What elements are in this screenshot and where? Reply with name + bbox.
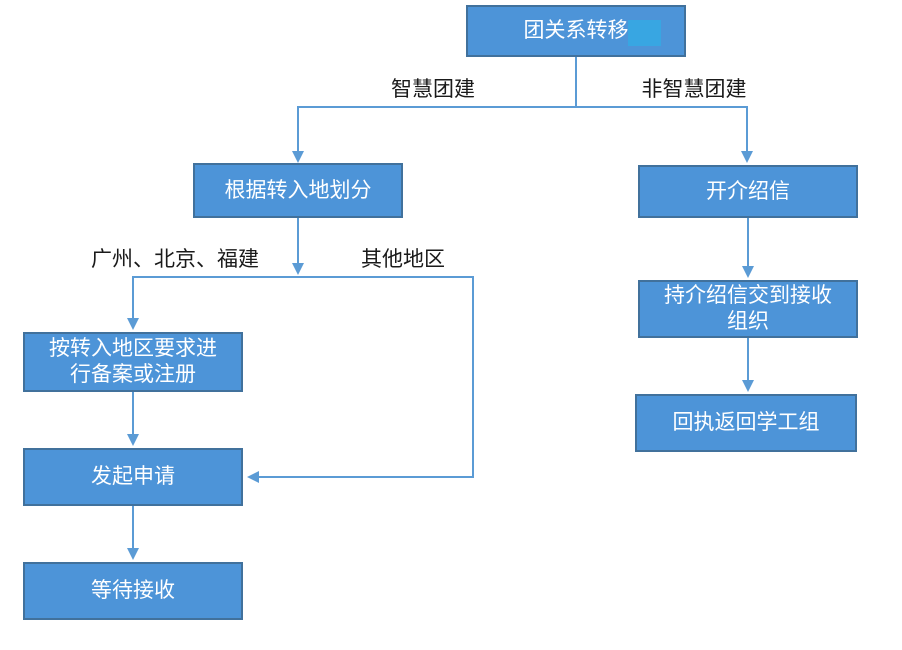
node-issue-letter[interactable]: 开介绍信	[638, 165, 858, 218]
node-register-or-record[interactable]: 按转入地区要求进 行备案或注册	[23, 332, 243, 392]
branch-label-gz-bj-fj: 广州、北京、福建	[91, 248, 259, 271]
node-receipt-return[interactable]: 回执返回学工组	[635, 394, 857, 452]
branch-label-smart-league: 智慧团建	[391, 78, 475, 101]
node-deliver-letter[interactable]: 持介绍信交到接收 组织	[638, 280, 858, 338]
node-wait-for-acceptance[interactable]: 等待接收	[23, 562, 243, 620]
node-start-application-label: 发起申请	[91, 465, 175, 488]
node-deliver-letter-label: 持介绍信交到接收 组织	[664, 284, 832, 333]
node-wait-for-acceptance-label: 等待接收	[91, 579, 175, 602]
node-start-application[interactable]: 发起申请	[23, 448, 243, 506]
text-selection-highlight[interactable]	[628, 20, 661, 46]
node-issue-letter-label: 开介绍信	[706, 179, 790, 203]
node-register-or-record-label: 按转入地区要求进 行备案或注册	[49, 337, 217, 386]
node-receipt-return-label: 回执返回学工组	[672, 411, 820, 434]
branch-label-other-regions: 其他地区	[361, 248, 445, 271]
node-divide-by-destination[interactable]: 根据转入地划分	[193, 163, 403, 218]
node-divide-by-destination-label: 根据转入地划分	[224, 178, 372, 202]
edge-other-to-apply	[247, 276, 474, 483]
node-league-transfer[interactable]: 团关系转移	[466, 5, 686, 57]
branch-label-non-smart-league: 非智慧团建	[641, 78, 747, 101]
node-league-transfer-label: 团关系转移	[523, 19, 629, 42]
